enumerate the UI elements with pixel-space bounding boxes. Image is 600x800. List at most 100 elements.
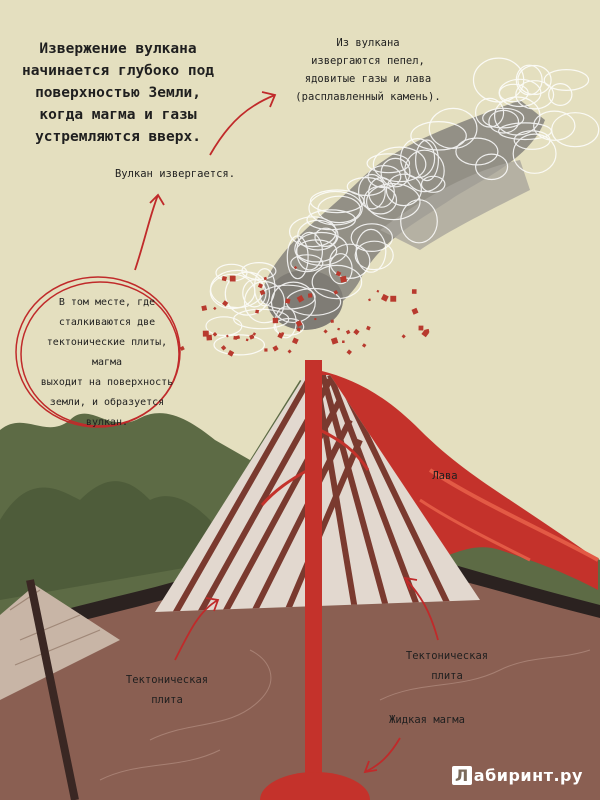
ash-swirl [498, 83, 529, 103]
ash-swirl [400, 199, 438, 244]
ejecta-particle [425, 328, 430, 334]
ash-swirl [354, 240, 394, 271]
arrows [134, 91, 439, 774]
ejecta-particles [179, 265, 430, 357]
ash-swirl [290, 254, 324, 273]
ash-swirl [294, 231, 349, 266]
arrow-to-erupts [134, 194, 159, 271]
arrow-magma-head [363, 760, 378, 774]
ejecta-particle [337, 327, 341, 331]
ash-swirl [515, 64, 543, 96]
ash-swirl [209, 269, 265, 309]
ejecta-particle [330, 337, 339, 345]
arrow-to-title-head [261, 91, 277, 108]
label-lava: Лава [432, 470, 458, 482]
arrow-to-title [209, 94, 276, 156]
ash-swirl [363, 185, 398, 215]
ash-swirl [366, 153, 411, 174]
watermark-mark: Л [452, 766, 472, 785]
ejecta-particle [179, 345, 185, 351]
ash-swirl [317, 195, 362, 224]
left-tectonic-plate [0, 579, 120, 800]
arrow-to-erupts-head [149, 193, 165, 206]
ejecta-particle [245, 338, 249, 342]
ejecta-particle [346, 349, 352, 355]
annotation-circle [15, 276, 181, 428]
ash-swirl [475, 153, 509, 181]
ash-swirl [372, 146, 427, 183]
ash-swirl [243, 280, 286, 324]
ejecta-particle [213, 306, 217, 311]
watermark-text: абиринт.ру [473, 766, 583, 785]
ash-swirl [314, 227, 337, 247]
ejecta-particle [296, 327, 301, 332]
label-volcano-erupts: Вулкан извергается. [114, 168, 236, 180]
ash-swirl [420, 175, 446, 193]
ash-swirl [368, 176, 395, 208]
ash-swirl [311, 264, 363, 300]
mantle-contours [99, 649, 591, 781]
ash-swirl [400, 137, 436, 179]
ejecta-particle [368, 298, 371, 302]
ash-swirl [543, 68, 590, 91]
ash-swirl [205, 316, 243, 337]
ash-swirl [548, 82, 573, 106]
lava-flow [318, 370, 599, 590]
ejecta-particle [221, 276, 227, 282]
label-tectonic-plate-right: Тектоническая плита [405, 650, 489, 682]
ejecta-particle [212, 331, 218, 337]
ejecta-particle [411, 307, 419, 315]
label-tectonic-plate-left: Тектоническая плита [125, 674, 209, 706]
arrow-magma [364, 737, 401, 773]
ejecta-particle [263, 276, 268, 281]
ash-swirl [286, 235, 309, 280]
ash-swirl [385, 173, 422, 207]
ash-swirl [273, 318, 305, 336]
ejecta-particle [227, 350, 235, 357]
ash-swirl [455, 137, 499, 166]
ejecta-particle [401, 334, 406, 339]
ejecta-particle [353, 328, 360, 336]
ejecta-particle [229, 275, 236, 282]
ejecta-particle [366, 325, 371, 331]
ash-swirl [475, 97, 505, 128]
intro-title: Извержение вулкана начинается глубоко по… [21, 41, 215, 145]
ash-swirl [270, 281, 316, 324]
ejecta-particle [201, 305, 208, 312]
ejecta-particle [285, 298, 291, 304]
arrow-left-plate-head [205, 597, 220, 612]
ejecta-particle [202, 330, 209, 337]
ash-swirl [365, 183, 421, 221]
ejecta-particle [264, 348, 268, 352]
ejecta-particle [287, 349, 292, 354]
ash-swirl [329, 243, 371, 279]
ejecta-particle [252, 332, 257, 336]
ash-swirl [482, 107, 525, 129]
ejecta-particle [314, 318, 317, 321]
ejecta-particle [390, 295, 397, 302]
ash-swirl [488, 109, 520, 134]
ejecta-particle [330, 319, 334, 323]
ash-swirl [533, 110, 576, 141]
ejecta-particle [225, 334, 229, 338]
ash-swirl [428, 107, 478, 149]
ejecta-particle [323, 329, 328, 334]
arrow-right-plate-head [403, 576, 418, 591]
label-ash-gases-lava: Из вулкана извергаются пепел, ядовитые г… [295, 37, 441, 103]
arrow-right-plate [404, 577, 439, 641]
ejecta-particle [307, 293, 313, 298]
arrow-left-plate [174, 599, 219, 661]
magma-conduit [260, 360, 370, 800]
ejecta-particle [380, 293, 389, 302]
ash-swirl [498, 122, 553, 141]
ash-swirl [295, 239, 338, 263]
ash-cloud [205, 57, 600, 356]
ejecta-particle [249, 334, 255, 340]
ash-swirl [224, 271, 271, 316]
ash-swirl [350, 223, 393, 253]
ejecta-particle [411, 289, 417, 294]
ejecta-particle [259, 289, 266, 296]
ejecta-particle [296, 294, 305, 303]
